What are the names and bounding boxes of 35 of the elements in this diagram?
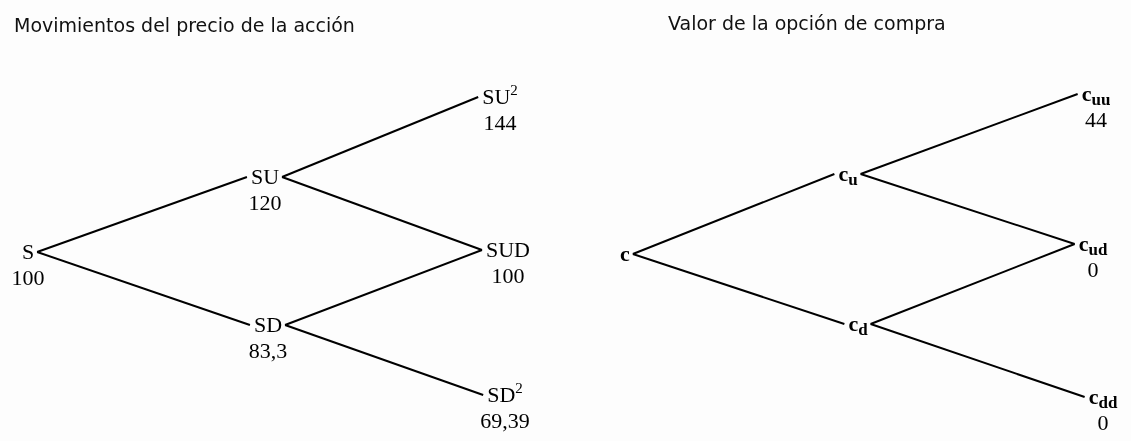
node-label: SD (253, 313, 283, 337)
branch-line (631, 173, 836, 255)
node-label: SUD (486, 238, 530, 262)
node-label: SD$^{2}$ (487, 383, 523, 407)
node-label: c$_{d}$ (848, 312, 868, 336)
branch-line (284, 324, 485, 396)
branch-line (859, 173, 1076, 245)
node-value: 100 (11, 266, 45, 290)
node-value: 69,39 (480, 409, 530, 433)
node-label: c (620, 242, 630, 266)
node-label: SU (250, 165, 280, 189)
node-value: 0 (1097, 411, 1109, 435)
branch-line (859, 93, 1079, 175)
node-label: S (21, 240, 35, 264)
node-label: c$_{dd}$ (1088, 385, 1118, 409)
branch-line (36, 176, 248, 253)
tree-heading: Valor de la opción de compra (668, 12, 946, 34)
node-value: 144 (483, 111, 517, 135)
branch-line (36, 251, 251, 326)
node-value: 120 (248, 191, 282, 215)
node-value: 83,3 (248, 339, 288, 363)
branch-line (869, 243, 1076, 325)
branch-line (281, 96, 480, 178)
branch-line (284, 249, 483, 326)
branch-line (281, 176, 483, 251)
tree-heading: Movimientos del precio de la acción (14, 14, 355, 36)
node-label: c$_{ud}$ (1078, 232, 1108, 256)
branch-line (631, 253, 846, 325)
node-value: 44 (1085, 108, 1107, 132)
node-label: c$_{u}$ (838, 162, 858, 186)
branch-line (869, 323, 1086, 398)
node-value: 0 (1087, 258, 1099, 282)
node-label: c$_{uu}$ (1081, 82, 1111, 106)
node-value: 100 (491, 264, 525, 288)
node-label: SU$^{2}$ (482, 85, 518, 109)
